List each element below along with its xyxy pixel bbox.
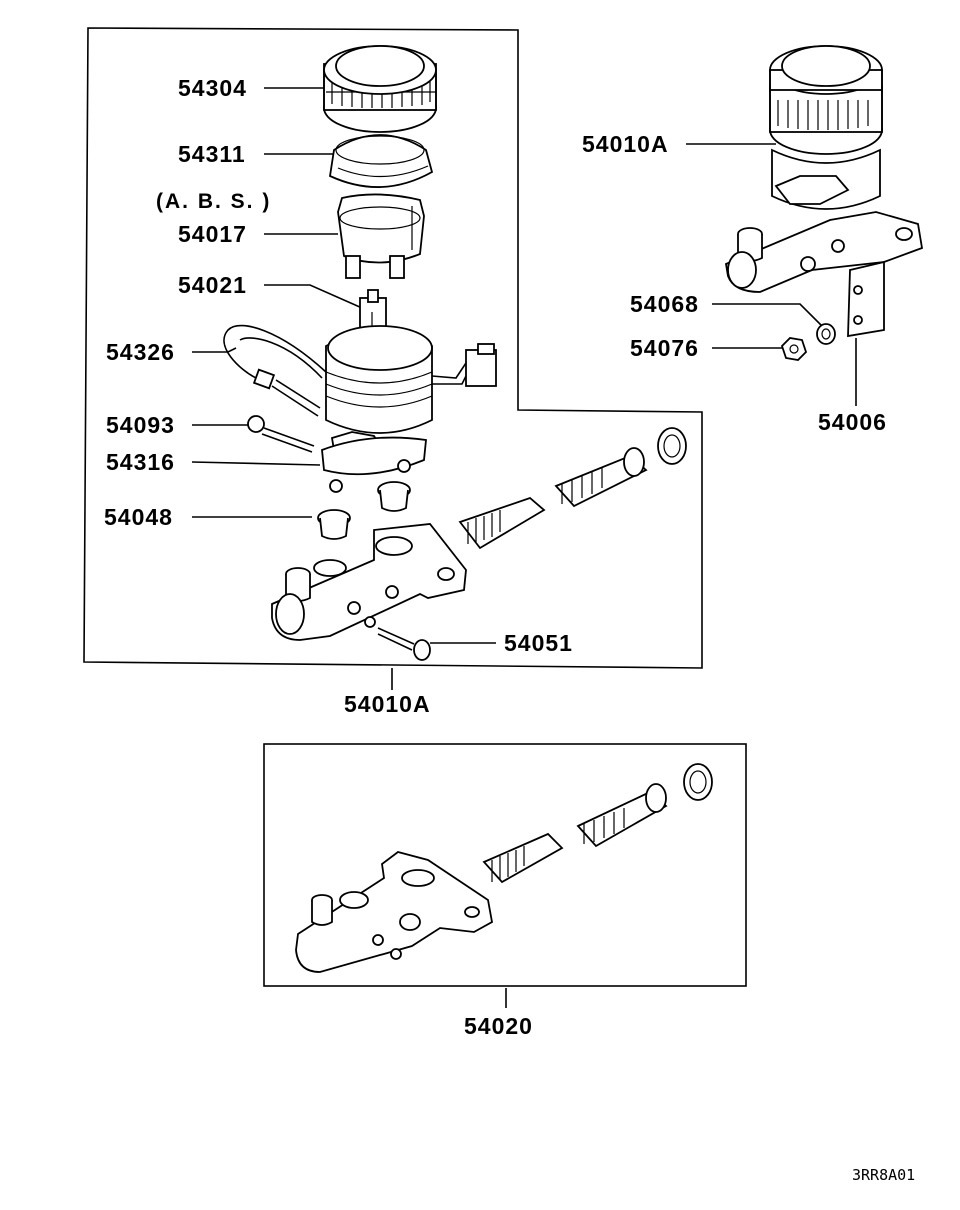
bolt-54051 [377, 627, 431, 661]
label-54068: 54068 [630, 291, 699, 317]
reservoir-tank [321, 325, 433, 493]
label-54006: 54006 [818, 409, 887, 435]
screw-54093 [247, 415, 315, 453]
pistons-54020 [482, 783, 668, 884]
master-cylinder-box [263, 743, 747, 987]
label-54048: 54048 [104, 504, 173, 530]
label-54021: 54021 [178, 272, 247, 298]
abs-assembly-box [83, 27, 703, 669]
label-54051: 54051 [504, 630, 573, 656]
diagram-code: 3RR8A01 [852, 1166, 915, 1184]
label-54010a-abs: 54010A [344, 691, 431, 717]
master-cylinder-body-abs [271, 523, 467, 641]
label-54304: 54304 [178, 75, 247, 101]
part-labels: 54304 54311 (A. B. S. ) 54017 54021 5432… [104, 75, 915, 1184]
label-54316: 54316 [106, 449, 175, 475]
retainer-ring-54020 [683, 763, 713, 801]
reservoir-cap [323, 45, 437, 133]
retainer-ring-abs [657, 427, 687, 465]
label-54020: 54020 [464, 1013, 533, 1039]
label-54076: 54076 [630, 335, 699, 361]
label-54326: 54326 [106, 339, 175, 365]
label-54010a-right: 54010A [582, 131, 669, 157]
grommets [317, 481, 411, 540]
label-abs: (A. B. S. ) [156, 190, 271, 213]
pistons-abs [458, 447, 648, 550]
leader-lines [191, 87, 857, 1008]
label-54093: 54093 [106, 412, 175, 438]
label-54311: 54311 [178, 141, 246, 167]
reservoir-filter [337, 193, 425, 279]
master-cylinder-body-54020 [295, 851, 494, 973]
complete-assembly-54010A [724, 45, 924, 338]
nut-54076 [780, 337, 808, 361]
washer-54068 [816, 323, 836, 345]
fluid-level-sensor-harness [223, 324, 497, 417]
label-54017: 54017 [178, 221, 247, 247]
reservoir-seal-ring [329, 134, 434, 188]
